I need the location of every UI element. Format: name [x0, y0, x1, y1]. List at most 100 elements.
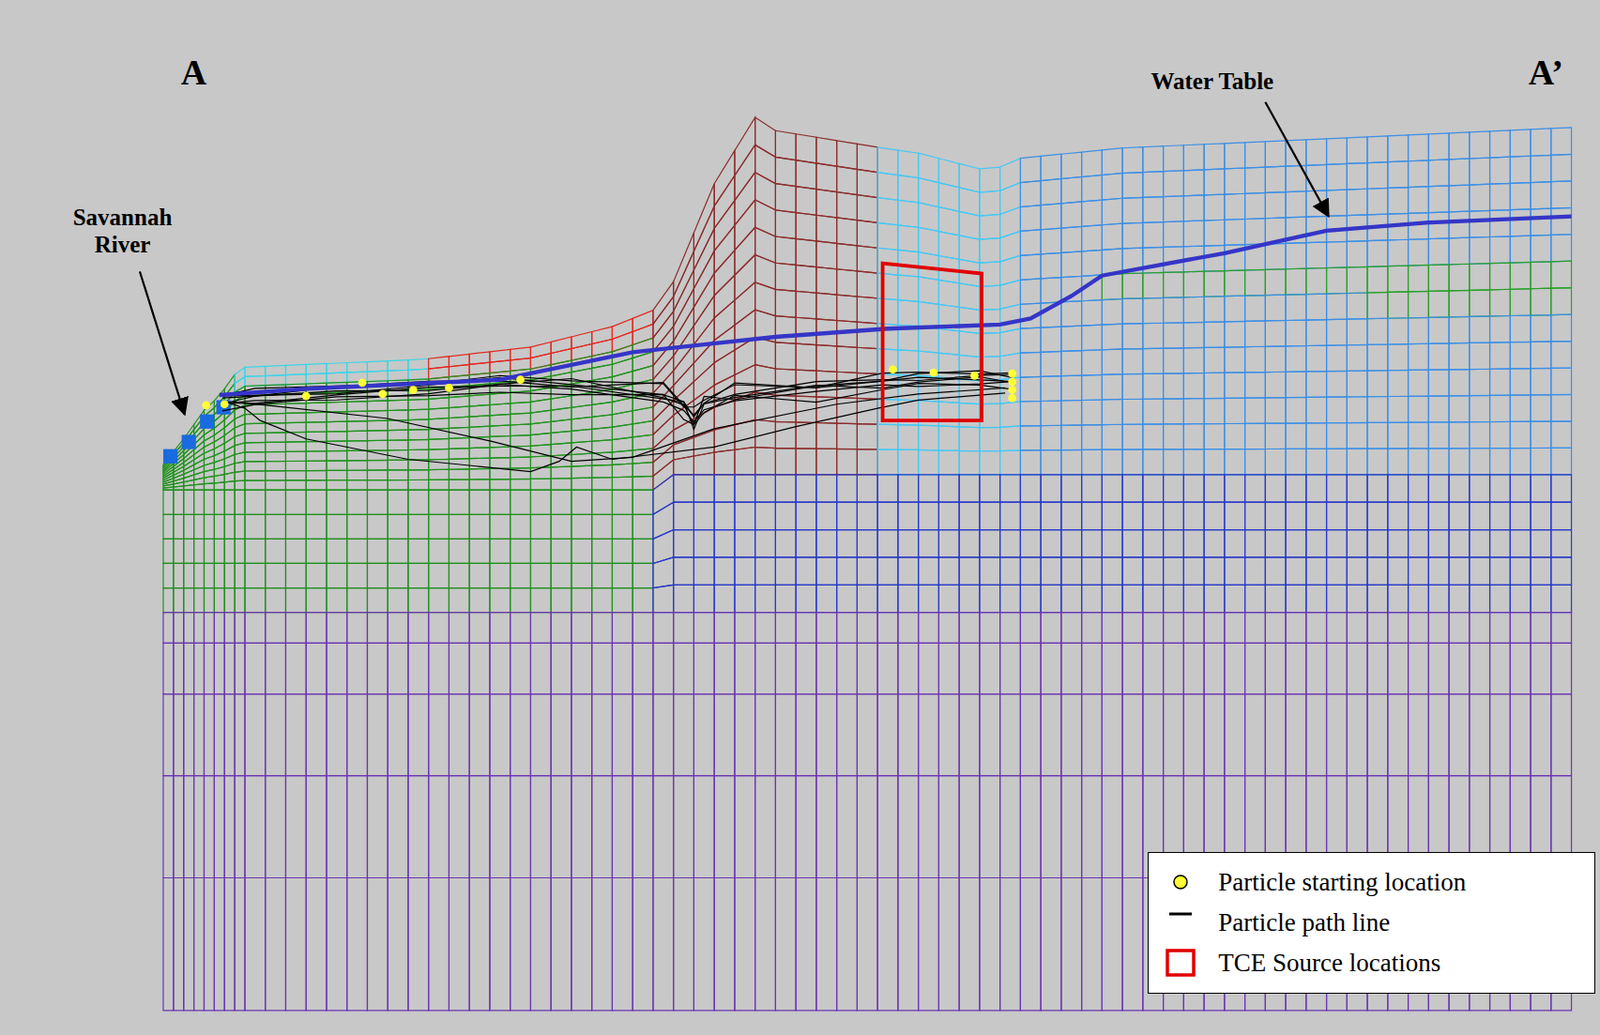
grid-cell — [938, 776, 960, 879]
grid-cell — [1224, 557, 1246, 585]
grid-cell — [816, 292, 838, 320]
grid-cell — [203, 563, 214, 588]
particle-path-line — [222, 383, 1013, 426]
grid-cell — [1306, 293, 1327, 320]
grid-cell — [530, 538, 551, 564]
grid-cell — [213, 642, 225, 694]
grid-cell — [775, 421, 796, 448]
grid-cell — [1509, 694, 1531, 777]
grid-cell — [387, 612, 409, 644]
grid-cell — [775, 210, 796, 240]
grid-cell — [877, 776, 899, 879]
grid-cell — [1408, 317, 1430, 344]
grid-cell — [1367, 557, 1388, 585]
grid-cell — [469, 394, 490, 407]
grid-cell — [856, 642, 878, 694]
grid-cell — [1040, 557, 1062, 585]
grid-cell — [898, 877, 919, 1010]
grid-cell — [408, 439, 429, 450]
grid-cell — [387, 369, 409, 381]
grid-cell — [448, 563, 470, 588]
grid-cell — [795, 877, 817, 1010]
grid-cell — [979, 190, 1001, 216]
grid-cell — [898, 199, 919, 228]
grid-cell — [898, 584, 919, 612]
particle-start-dot — [929, 368, 939, 378]
grid-cell — [1183, 612, 1204, 644]
grid-cell — [1245, 530, 1266, 558]
grid-cell — [714, 474, 735, 503]
grid-cell — [795, 557, 817, 585]
grid-cell — [469, 612, 490, 644]
grid-cell — [571, 612, 593, 644]
grid-cell — [1245, 141, 1266, 168]
grid-cell — [653, 877, 674, 1010]
grid-cell — [1490, 474, 1511, 503]
grid-cell — [1530, 447, 1552, 474]
grid-cell — [1551, 612, 1572, 644]
grid-cell — [714, 449, 735, 475]
grid-cell — [387, 694, 409, 777]
grid-cell — [1490, 210, 1511, 238]
grid-cell — [366, 420, 388, 431]
grid-cell — [1101, 776, 1123, 879]
leader-arrow — [1264, 102, 1328, 217]
grid-cell — [898, 530, 919, 558]
grid-cell — [285, 489, 306, 515]
grid-cell — [653, 612, 674, 644]
grid-cell — [918, 474, 940, 503]
grid-cell — [1000, 450, 1021, 475]
grid-cell — [244, 538, 266, 564]
grid-cell — [234, 776, 245, 879]
grid-cell — [816, 423, 838, 450]
grid-cell — [1081, 694, 1103, 777]
grid-cell — [326, 421, 348, 432]
grid-cell — [285, 412, 306, 424]
grid-cell — [489, 489, 511, 515]
grid-cell — [898, 449, 919, 475]
grid-cell — [265, 538, 287, 564]
grid-cell — [856, 143, 878, 172]
grid-cell — [611, 694, 633, 777]
grid-cell — [1183, 372, 1204, 398]
grid-cell — [510, 401, 532, 414]
grid-cell — [1183, 474, 1204, 503]
grid-cell — [1061, 152, 1082, 179]
grid-cell — [1101, 449, 1123, 475]
grid-cell — [1203, 584, 1225, 612]
model-grid — [163, 117, 1572, 1011]
grid-cell — [1326, 694, 1348, 777]
grid-cell — [408, 776, 429, 879]
grid-cell — [285, 422, 306, 433]
grid-cell — [775, 474, 796, 503]
grid-cell — [550, 430, 572, 444]
grid-cell — [1530, 474, 1552, 503]
grid-cell — [714, 612, 735, 644]
grid-cell — [1367, 502, 1388, 530]
section-end-label: A — [181, 52, 207, 94]
grid-cell — [632, 642, 654, 694]
grid-cell — [408, 612, 429, 644]
grid-cell — [408, 588, 429, 613]
grid-cell — [326, 588, 348, 613]
grid-cell — [1530, 694, 1552, 777]
grid-cell — [305, 363, 327, 374]
grid-cell — [714, 375, 735, 409]
grid-cell — [1142, 197, 1164, 224]
grid-cell — [1264, 269, 1286, 296]
grid-cell — [183, 694, 195, 777]
grid-cell — [1142, 612, 1164, 644]
grid-cell — [1203, 474, 1225, 503]
grid-cell — [469, 538, 490, 564]
grid-cell — [1122, 584, 1143, 612]
grid-cell — [795, 264, 817, 293]
grid-cell — [1448, 263, 1470, 291]
grid-cell — [285, 776, 306, 879]
grid-cell — [571, 477, 593, 490]
grid-cell — [1040, 474, 1062, 503]
grid-cell — [856, 502, 878, 530]
grid-cell — [347, 776, 368, 879]
grid-cell — [1224, 397, 1246, 424]
grid-cell — [1306, 138, 1327, 166]
grid-cell — [1408, 239, 1430, 267]
